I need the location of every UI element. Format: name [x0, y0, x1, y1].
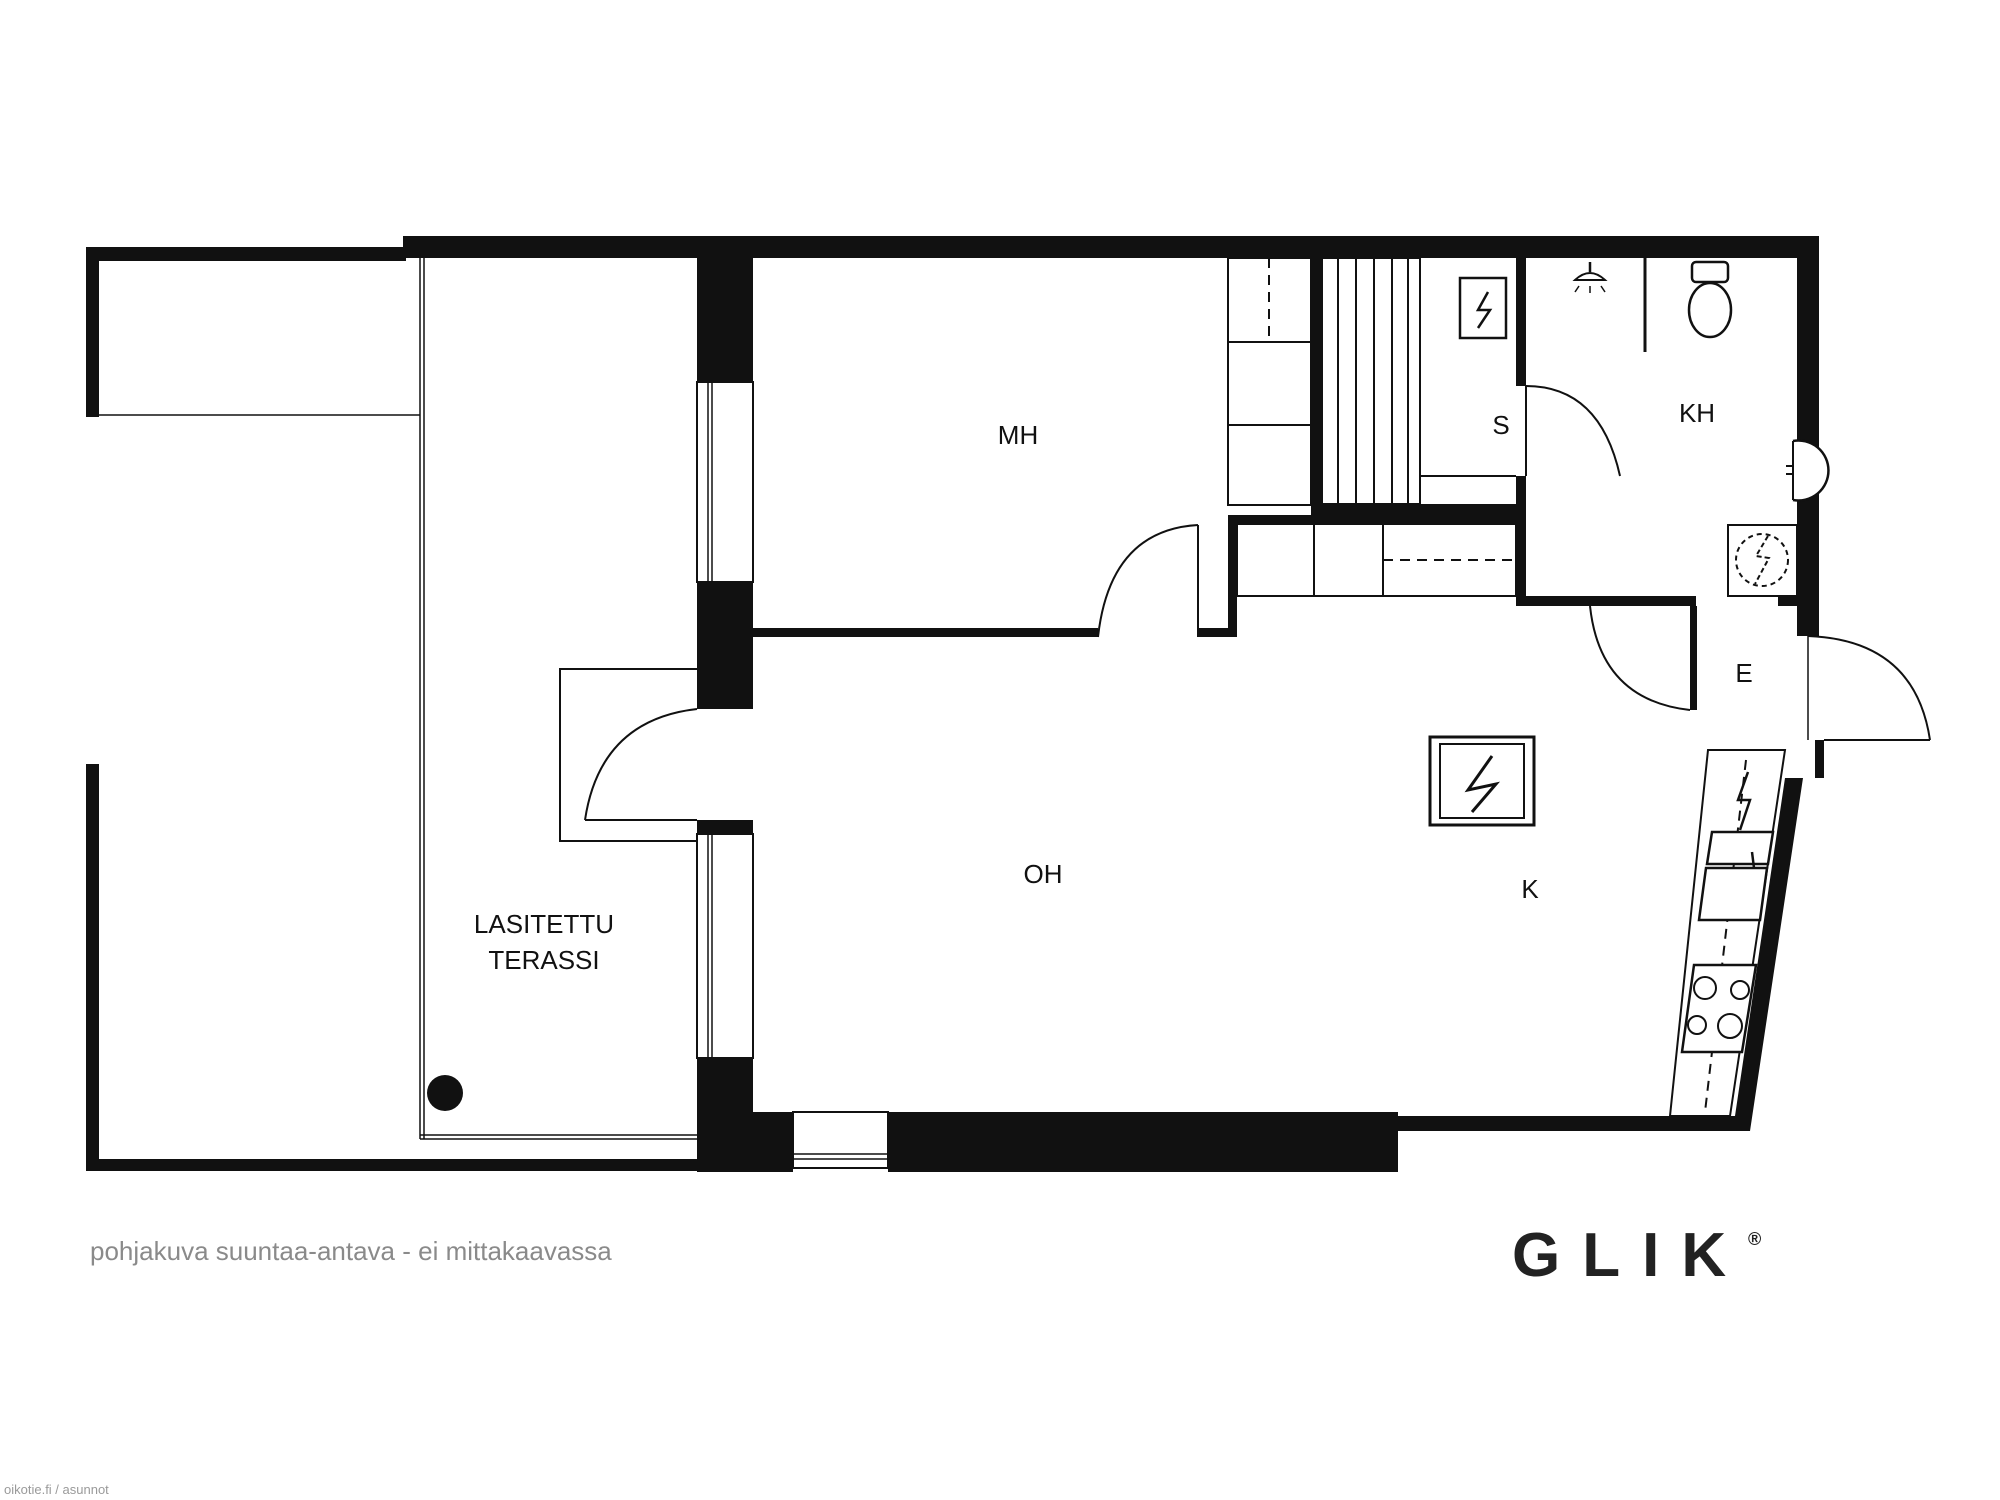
- wall-pillar-1: [697, 247, 753, 382]
- bathroom-door-swing: [1589, 605, 1691, 711]
- room-label-terrace-2: TERASSI: [488, 945, 599, 975]
- wall-pillar-2: [697, 582, 753, 709]
- wall-terrace-bottom: [86, 1159, 704, 1171]
- wall-sauna-right-upper: [1516, 258, 1526, 386]
- brand-logo: GLIK: [1512, 1221, 1748, 1290]
- shower-icon: [1572, 262, 1608, 293]
- kitchen-counter: [1668, 749, 1787, 1117]
- wall-entry-left: [1690, 606, 1696, 710]
- bedroom-wardrobes: [1227, 257, 1312, 506]
- room-labels: MH S KH E OH K LASITETTU TERASSI: [474, 398, 1753, 975]
- interior-walls: [753, 258, 1808, 710]
- wall-bath-bottom-right: [1778, 596, 1808, 606]
- wall-pillar-3: [697, 820, 753, 834]
- sauna-stove-icon: [1458, 276, 1508, 340]
- wall-bath-bottom: [1516, 596, 1696, 606]
- terrace-door-swing: [584, 708, 698, 821]
- kitchen-heater-icon: [1736, 771, 1752, 831]
- room-label-oh: OH: [1024, 859, 1063, 889]
- sauna-door-swing: [1525, 385, 1621, 477]
- wall-closet-left: [1228, 515, 1237, 637]
- terrace-details: [99, 258, 697, 1140]
- wall-bedroom-bottom: [753, 628, 1098, 637]
- sauna: [1321, 257, 1621, 505]
- room-label-kh: KH: [1679, 398, 1715, 428]
- wall-bedroom-bottom-right: [1198, 628, 1228, 637]
- wall-pillar-4: [697, 1058, 753, 1158]
- wall-closet-top: [1228, 515, 1516, 524]
- column-icon: [427, 1075, 463, 1111]
- sink-icon: [1786, 439, 1830, 502]
- wall-sauna-right-lower: [1516, 476, 1526, 604]
- window-bottom: [792, 1111, 889, 1169]
- wall-sauna-bottom: [1311, 504, 1521, 515]
- hall-closets: [1236, 523, 1517, 597]
- wall-right-upper: [1797, 236, 1819, 636]
- brand-logo-registered-mark: ®: [1748, 1229, 1761, 1249]
- source-watermark: oikotie.fi / asunnot: [4, 1482, 109, 1497]
- outer-walls: [86, 236, 1824, 1172]
- wall-right-lower-stub: [1815, 740, 1824, 778]
- bathroom: [1572, 260, 1830, 597]
- doors: [584, 524, 1931, 821]
- kitchen-sink-icon: [1697, 830, 1775, 922]
- entry-door-swing: [1807, 635, 1931, 741]
- window-bedroom: [696, 381, 754, 583]
- wall-top: [403, 236, 1819, 258]
- toilet-icon: [1687, 260, 1733, 339]
- disclaimer-caption: pohjakuva suuntaa-antava - ei mittakaava…: [90, 1236, 612, 1266]
- room-label-s: S: [1492, 410, 1509, 440]
- floor-drain-icon: [1727, 524, 1798, 597]
- wall-terrace-left-upper: [86, 247, 99, 417]
- room-label-e: E: [1735, 658, 1752, 688]
- electric-heater-icon: [1428, 735, 1536, 827]
- bedroom-door-swing: [1097, 524, 1199, 638]
- room-label-mh: MH: [998, 420, 1038, 450]
- stove-icon: [1680, 963, 1758, 1054]
- window-living: [696, 833, 754, 1059]
- terrace-partition-walls: [696, 247, 889, 1169]
- room-label-k: K: [1521, 874, 1539, 904]
- wall-bottom-right: [888, 1112, 1398, 1172]
- wall-terrace-left-lower: [86, 764, 99, 1171]
- wall-sauna-left: [1311, 258, 1322, 513]
- room-label-terrace-1: LASITETTU: [474, 909, 614, 939]
- wall-terrace-top: [86, 247, 406, 261]
